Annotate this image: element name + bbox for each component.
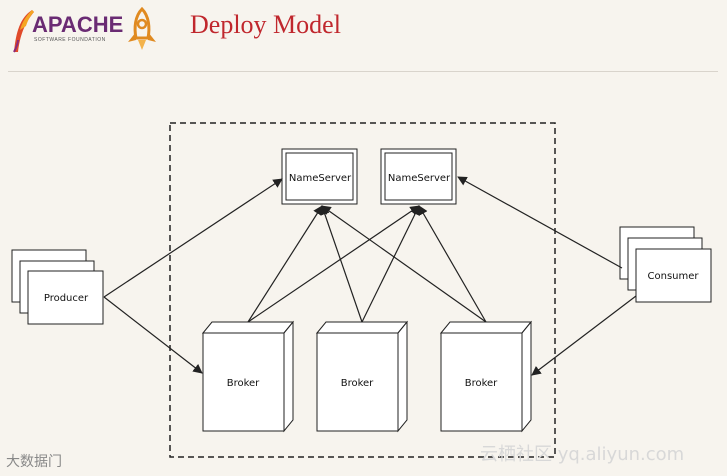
feather-icon xyxy=(13,10,34,53)
broker-node: Broker xyxy=(315,320,409,433)
broker-label: Broker xyxy=(341,378,374,389)
producer-node: Producer xyxy=(11,249,104,325)
broker-label: Broker xyxy=(227,378,260,389)
rocket-icon xyxy=(128,6,156,50)
nameserver-node: NameServer xyxy=(380,148,457,205)
producer-label: Producer xyxy=(44,293,89,304)
watermark: 云栖社区 yq.aliyun.com xyxy=(480,444,685,465)
consumer-to-broker-arrow xyxy=(531,295,637,376)
broker-node: Broker xyxy=(201,320,295,433)
producer-to-nameserver-arrow xyxy=(103,178,283,298)
broker-to-nameserver-arrow xyxy=(321,205,487,323)
broker-to-nameserver-arrow xyxy=(320,205,363,323)
logo-subtext: SOFTWARE FOUNDATION xyxy=(34,37,106,43)
page-title: Deploy Model xyxy=(190,10,341,39)
logo-text: APACHE xyxy=(32,12,124,37)
broker-to-nameserver-arrow xyxy=(247,205,323,323)
footer-mark: 大数据门 xyxy=(6,454,62,470)
producer-to-broker-arrow xyxy=(103,296,203,374)
nameserver-node: NameServer xyxy=(281,148,358,205)
header-divider xyxy=(8,71,718,72)
nameserver-label: NameServer xyxy=(388,173,451,184)
nameserver-label: NameServer xyxy=(289,173,352,184)
broker-to-nameserver-arrow xyxy=(418,205,487,323)
broker-to-nameserver-arrow xyxy=(361,205,420,323)
consumer-label: Consumer xyxy=(648,271,700,282)
consumer-node: Consumer xyxy=(619,226,712,303)
consumer-to-nameserver-arrow xyxy=(457,176,623,269)
broker-to-nameserver-arrow xyxy=(247,205,420,323)
broker-label: Broker xyxy=(465,378,498,389)
apache-logo: APACHE SOFTWARE FOUNDATION xyxy=(10,8,124,54)
cluster-boundary xyxy=(169,122,556,458)
header: APACHE SOFTWARE FOUNDATION Deploy Model xyxy=(0,0,727,72)
broker-node: Broker xyxy=(439,320,533,433)
